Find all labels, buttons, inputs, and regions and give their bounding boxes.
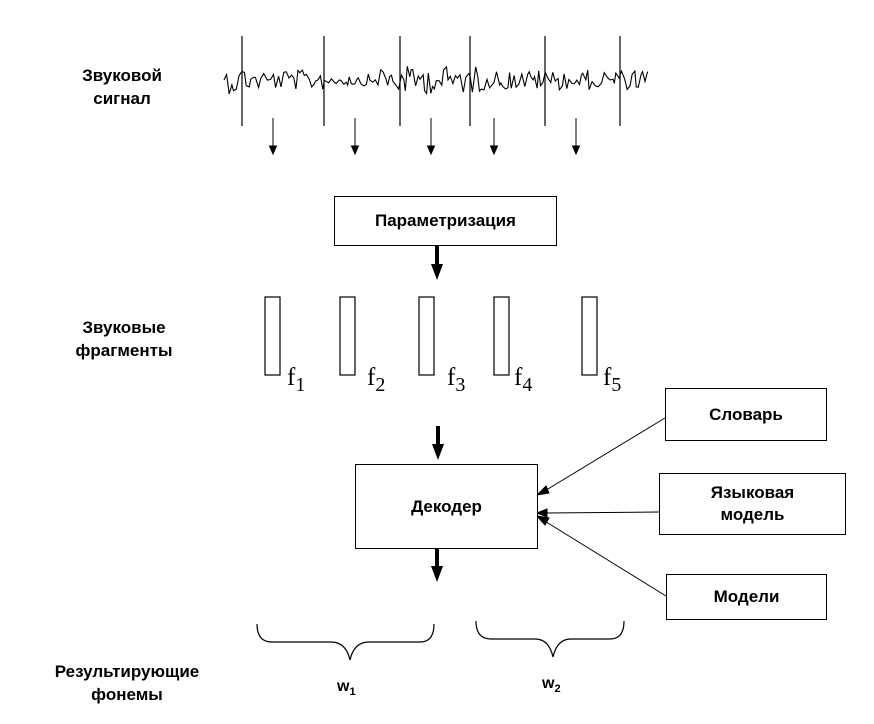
- fragment-frame: [264, 296, 281, 376]
- fragment-label: f1: [287, 364, 305, 396]
- frame-arrows: [268, 118, 581, 156]
- fragment-labels: f1 f2 f3 f4 f5: [287, 364, 621, 396]
- language-model-box: Языковая модель: [659, 473, 846, 535]
- fragment-label: f4: [514, 364, 532, 396]
- arrow-param-to-fragments: [431, 246, 443, 280]
- models-box: Модели: [666, 574, 827, 620]
- arrow-fragments-to-decoder: [432, 426, 444, 460]
- fragment-label: f3: [447, 364, 465, 396]
- audio-signal-label: Звуковой сигнал: [82, 66, 162, 108]
- fragment-label: f5: [603, 364, 621, 396]
- word-label: w2: [541, 675, 561, 695]
- arrow-decoder-to-phonemes: [431, 548, 443, 582]
- word-labels: w1 w2: [336, 675, 561, 698]
- fragment-frame: [493, 296, 510, 376]
- decoder-box: Декодер: [355, 464, 538, 549]
- fragment-frames: [264, 296, 598, 376]
- resulting-phonemes-label: Результирующие фонемы: [54, 662, 200, 704]
- knowledge-arrows: [535, 417, 667, 597]
- dictionary-box: Словарь: [665, 388, 827, 441]
- audio-waveform: [223, 36, 649, 126]
- fragment-frame: [418, 296, 435, 376]
- fragment-label: f2: [367, 364, 385, 396]
- sound-fragments-label: Звуковые фрагменты: [75, 318, 173, 360]
- phoneme-braces: [256, 620, 625, 661]
- parametrization-box: Параметризация: [334, 196, 557, 246]
- word-label: w1: [336, 678, 356, 698]
- fragment-frame: [339, 296, 356, 376]
- fragment-frame: [581, 296, 598, 376]
